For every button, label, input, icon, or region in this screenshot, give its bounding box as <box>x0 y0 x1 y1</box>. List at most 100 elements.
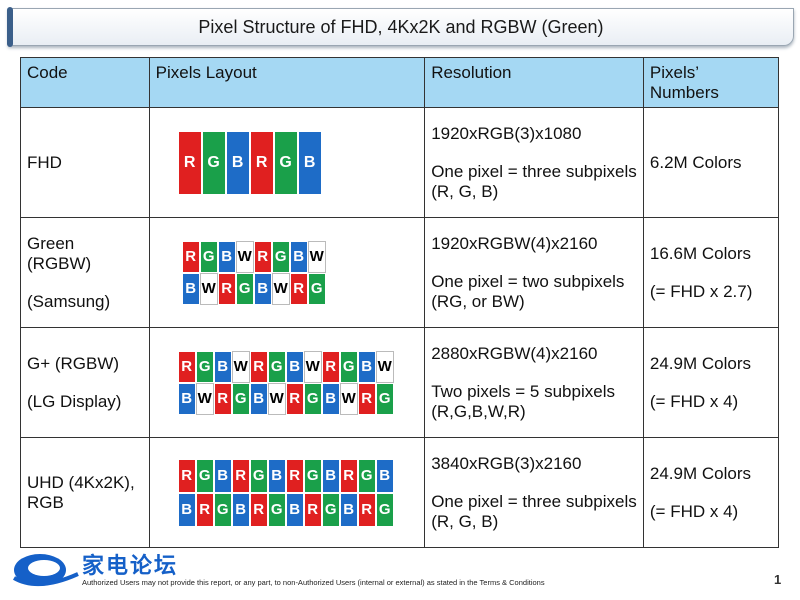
numbers-text: 16.6M Colors <box>649 243 751 263</box>
numbers-cell: 24.9M Colors (= FHD x 4) <box>642 327 780 438</box>
subpixel-G: G <box>375 382 394 415</box>
header-resolution: Resolution <box>424 57 644 108</box>
resolution-cell: 2880xRGBW(4)x2160 Two pixels = 5 subpixe… <box>424 327 644 438</box>
resolution-cell: 3840xRGB(3)x2160 One pixel = three subpi… <box>424 437 644 548</box>
subpixel-W: W <box>339 382 358 415</box>
subpixel-W: W <box>235 240 254 273</box>
subpixel-W: W <box>303 350 322 383</box>
subpixel-B: B <box>213 458 232 493</box>
resolution-note: One pixel = two subpixels (RG, or BW) <box>431 271 625 311</box>
subpixel-G: G <box>273 130 298 195</box>
subpixel-G: G <box>307 272 326 305</box>
subpixel-B: B <box>339 492 358 527</box>
subpixel-R: R <box>321 350 340 383</box>
subpixel-R: R <box>213 382 232 415</box>
code-subtext: (Samsung) <box>27 291 111 311</box>
subpixel-R: R <box>177 130 202 195</box>
subpixel-G: G <box>201 130 226 195</box>
numbers-cell: 24.9M Colors (= FHD x 4) <box>642 437 780 548</box>
subpixel-G: G <box>195 458 214 493</box>
header-pixels-layout: Pixels Layout <box>148 57 426 108</box>
resolution-formula: 1920xRGBW(4)x2160 <box>431 233 598 253</box>
code-text: FHD <box>27 152 62 172</box>
code-cell: Green (RGBW) (Samsung) <box>20 217 150 328</box>
subpixel-B: B <box>177 382 196 415</box>
numbers-text: 6.2M Colors <box>649 152 742 172</box>
resolution-note: One pixel = three subpixels (R, G, B) <box>431 161 637 201</box>
numbers-cell: 16.6M Colors (= FHD x 2.7) <box>642 217 780 328</box>
subpixel-G: G <box>267 492 286 527</box>
subpixel-G: G <box>199 240 218 273</box>
subpixel-R: R <box>289 272 308 305</box>
subpixel-R: R <box>217 272 236 305</box>
subpixel-W: W <box>307 240 326 273</box>
code-cell: G+ (RGBW) (LG Display) <box>20 327 150 438</box>
forum-logo-icon <box>12 554 79 587</box>
slide-title: Pixel Structure of FHD, 4Kx2K and RGBW (… <box>7 7 794 47</box>
subpixel-B: B <box>285 350 304 383</box>
subpixel-R: R <box>231 458 250 493</box>
subpixel-G: G <box>195 350 214 383</box>
subpixel-B: B <box>181 272 200 305</box>
subpixel-B: B <box>217 240 236 273</box>
subpixel-B: B <box>297 130 322 195</box>
subpixel-R: R <box>195 492 214 527</box>
subpixel-R: R <box>249 492 268 527</box>
subpixel-B: B <box>177 492 196 527</box>
resolution-formula: 3840xRGB(3)x2160 <box>431 453 582 473</box>
slide-title-text: Pixel Structure of FHD, 4Kx2K and RGBW (… <box>198 16 604 37</box>
subpixel-G: G <box>339 350 358 383</box>
resolution-formula: 2880xRGBW(4)x2160 <box>431 343 598 363</box>
subpixel-W: W <box>199 272 218 305</box>
subpixel-G: G <box>357 458 376 493</box>
subpixel-G: G <box>213 492 232 527</box>
page-number: 1 <box>774 572 782 587</box>
code-text: G+ (RGBW) <box>27 353 120 373</box>
forum-brand-text: 家电论坛 <box>82 553 179 578</box>
subpixel-R: R <box>303 492 322 527</box>
code-subtext: (LG Display) <box>27 391 122 411</box>
subpixel-W: W <box>375 350 394 383</box>
subpixel-G: G <box>321 492 340 527</box>
subpixel-R: R <box>285 382 304 415</box>
subpixel-G: G <box>271 240 290 273</box>
subpixel-G: G <box>231 382 250 415</box>
code-cell: FHD <box>20 107 150 218</box>
subpixel-W: W <box>231 350 250 383</box>
subpixel-B: B <box>321 458 340 493</box>
numbers-ratio: (= FHD x 2.7) <box>649 281 753 301</box>
subpixel-R: R <box>177 350 196 383</box>
subpixel-G: G <box>303 382 322 415</box>
resolution-note: Two pixels = 5 subpixels (R,G,B,W,R) <box>431 381 615 421</box>
header-pixels-numbers: Pixels’ Numbers <box>642 57 780 108</box>
subpixel-W: W <box>271 272 290 305</box>
numbers-cell: 6.2M Colors <box>642 107 780 218</box>
subpixel-G: G <box>375 492 394 527</box>
subpixel-B: B <box>253 272 272 305</box>
resolution-cell: 1920xRGB(3)x1080 One pixel = three subpi… <box>424 107 644 218</box>
subpixel-W: W <box>195 382 214 415</box>
resolution-cell: 1920xRGBW(4)x2160 One pixel = two subpix… <box>424 217 644 328</box>
subpixel-B: B <box>231 492 250 527</box>
resolution-note: One pixel = three subpixels (R, G, B) <box>431 491 637 531</box>
subpixel-R: R <box>357 492 376 527</box>
subpixel-R: R <box>177 458 196 493</box>
numbers-ratio: (= FHD x 4) <box>649 391 739 411</box>
subpixel-B: B <box>213 350 232 383</box>
